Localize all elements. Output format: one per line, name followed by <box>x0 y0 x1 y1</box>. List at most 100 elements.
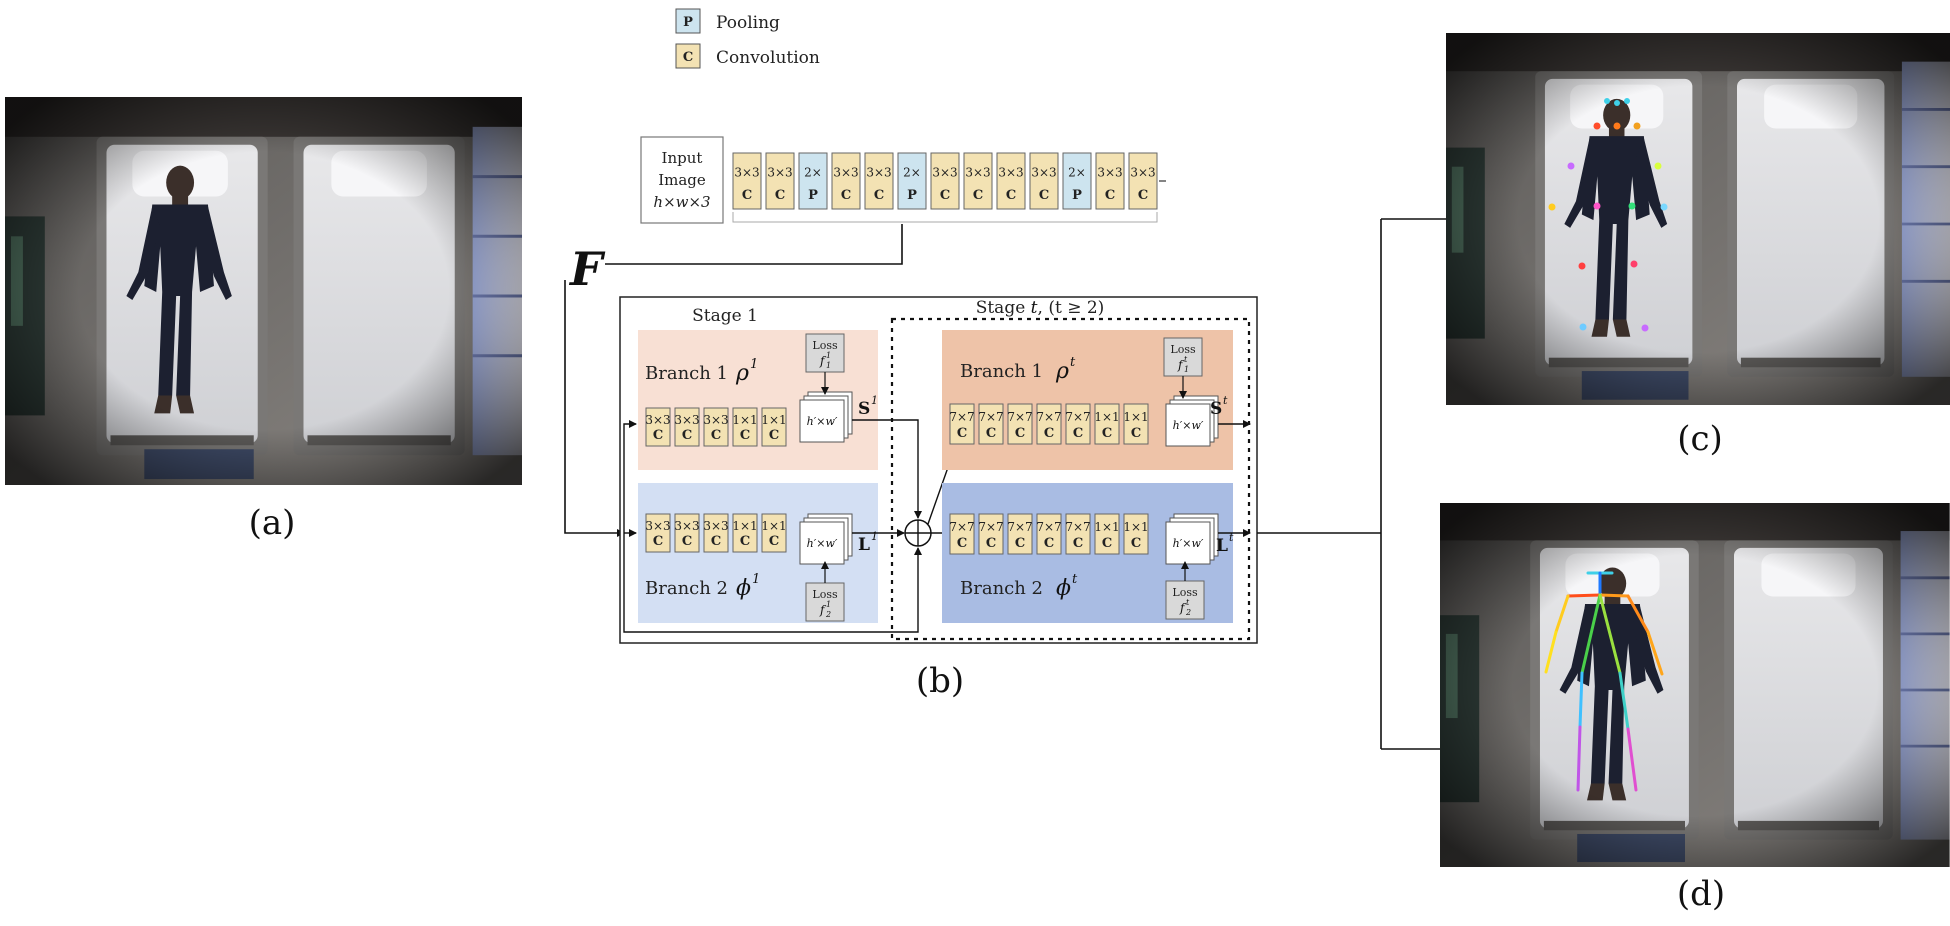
keypoint-markers <box>1548 98 1668 332</box>
feature-connector <box>605 224 903 265</box>
svg-text:2: 2 <box>1185 608 1191 617</box>
svg-text:1: 1 <box>871 394 878 407</box>
backbone-conv-block: 3×3C <box>765 152 795 210</box>
stage1-branch1-block-type: C <box>769 428 779 443</box>
svg-text:Loss: Loss <box>812 339 838 352</box>
staget-branch1-block-size: 1×1 <box>1123 410 1148 424</box>
staget-branch1-blocks: 7×7C7×7C7×7C7×7C7×7C1×1C1×1C <box>949 403 1149 445</box>
svg-text:h′×w′: h′×w′ <box>1173 537 1204 550</box>
backbone-block-size: 3×3 <box>734 166 759 180</box>
staget-branch2-block-type: C <box>1131 536 1141 551</box>
staget-branch2-block-type: C <box>1015 536 1025 551</box>
stage1-title: Stage 1 <box>692 306 758 326</box>
stage1-loss2: Loss f 2 1 <box>805 561 845 622</box>
svg-text:t: t <box>1072 572 1078 587</box>
caption-a: (a) <box>249 503 296 543</box>
backbone-conv-block: 3×3C <box>864 152 894 210</box>
backbone-conv-block: 3×3C <box>996 152 1026 210</box>
stage1-branch2-label: Branch 2 ϕ 1 <box>645 572 760 601</box>
staget-branch2-conv-block: 7×7C <box>1065 513 1091 555</box>
staget-map-l: h′×w′ L t <box>1165 513 1234 565</box>
svg-text:ϕ: ϕ <box>736 576 751 601</box>
svg-text:S: S <box>1210 399 1222 419</box>
feature-label: F <box>568 242 606 296</box>
backbone-network: 3×3C3×3C2×P3×3C3×3C2×P3×3C3×3C3×3C3×3C2×… <box>732 152 1158 210</box>
staget-branch1-conv-block: 1×1C <box>1123 403 1149 445</box>
backbone-conv-block: 3×3C <box>1029 152 1059 210</box>
staget-loss2: Loss f 2 t <box>1165 561 1205 620</box>
staget-frame <box>890 317 1251 641</box>
svg-text:2: 2 <box>825 610 831 619</box>
staget-branch1-block-size: 7×7 <box>949 410 974 424</box>
svg-text:Branch 2: Branch 2 <box>645 578 728 599</box>
backbone-block-size: 3×3 <box>1097 166 1122 180</box>
backbone-block-type: C <box>973 188 983 203</box>
svg-text:1: 1 <box>826 361 831 370</box>
staget-branch1-block-size: 7×7 <box>978 410 1003 424</box>
backbone-block-type: C <box>841 188 851 203</box>
staget-branch2-label: Branch 2 ϕ t <box>960 572 1078 601</box>
keypoint-photo <box>1446 33 1950 405</box>
staget-branch2-block-type: C <box>1102 536 1112 551</box>
staget-branch2-block-size: 7×7 <box>1065 520 1090 534</box>
caption-d: (d) <box>1677 874 1725 914</box>
staget-branch1-block-type: C <box>957 426 967 441</box>
stage1-branch1-conv-block: 3×3C <box>703 407 729 447</box>
svg-text:f: f <box>1179 601 1187 615</box>
legend-convolution-swatch <box>675 43 701 69</box>
svg-text:t: t <box>1184 355 1188 364</box>
svg-text:Branch 2: Branch 2 <box>960 578 1043 599</box>
backbone-block-size: 2× <box>804 166 822 180</box>
backbone-block-type: C <box>1138 188 1148 203</box>
svg-text:Image: Image <box>658 171 706 189</box>
backbone-block-size: 3×3 <box>998 166 1023 180</box>
staget-branch2-conv-block: 1×1C <box>1123 513 1149 555</box>
backbone-block-type: C <box>1006 188 1016 203</box>
staget-branch1-block-type: C <box>986 426 996 441</box>
staget-branch1-conv-block: 7×7C <box>978 403 1004 445</box>
svg-text:1: 1 <box>752 572 760 587</box>
caption-c: (c) <box>1677 419 1723 459</box>
backbone-conv-block: 3×3C <box>732 152 762 210</box>
staget-branch1-block-type: C <box>1015 426 1025 441</box>
staget-branch2-block-size: 1×1 <box>1123 520 1148 534</box>
output-connector <box>1257 218 1446 750</box>
staget-branch2-block-size: 7×7 <box>1036 520 1061 534</box>
backbone-block-size: 3×3 <box>767 166 792 180</box>
backbone-conv-block: 3×3C <box>1128 152 1158 210</box>
legend: P Pooling C Convolution <box>675 8 820 69</box>
stage1-loss1: Loss f 1 1 <box>805 333 845 395</box>
svg-text:1: 1 <box>826 351 831 360</box>
stage1-branch2-block-size: 3×3 <box>703 519 728 533</box>
svg-text:f: f <box>1177 358 1185 372</box>
stage1-branch2-conv-block: 3×3C <box>703 513 729 553</box>
stage1-branch2-conv-block: 3×3C <box>645 513 671 553</box>
svg-text:Loss: Loss <box>1172 586 1198 599</box>
backbone-block-type: C <box>874 188 884 203</box>
backbone-conv-block: 3×3C <box>963 152 993 210</box>
caption-b: (b) <box>916 661 964 701</box>
stage1-branch1-block-size: 3×3 <box>645 413 670 427</box>
stage1-branch2-block-size: 1×1 <box>732 519 757 533</box>
input-photo <box>5 97 522 485</box>
stage1-branch1-conv-block: 3×3C <box>674 407 700 447</box>
svg-text:S: S <box>858 399 870 419</box>
svg-text:t: t <box>1229 531 1234 544</box>
stage1-branch1-block-size: 1×1 <box>732 413 757 427</box>
stage1-branch2-block-type: C <box>682 534 692 549</box>
svg-text:Loss: Loss <box>1170 343 1196 356</box>
backbone-pool-block: 2×P <box>798 152 828 210</box>
staget-branch2-conv-block: 7×7C <box>1036 513 1062 555</box>
stage1-branch2-conv-block: 1×1C <box>732 513 758 553</box>
staget-branch1-block-type: C <box>1073 426 1083 441</box>
svg-text:ρ: ρ <box>735 361 749 386</box>
backbone-block-size: 3×3 <box>1130 166 1155 180</box>
stage1-branch1-conv-block: 1×1C <box>732 407 758 447</box>
staget-branch1-block-type: C <box>1131 426 1141 441</box>
backbone-block-size: 3×3 <box>932 166 957 180</box>
backbone-conv-block: 3×3C <box>930 152 960 210</box>
stage1-branch1-block-size: 3×3 <box>674 413 699 427</box>
legend-pooling-swatch <box>675 8 701 34</box>
staget-branch2-block-type: C <box>1073 536 1083 551</box>
